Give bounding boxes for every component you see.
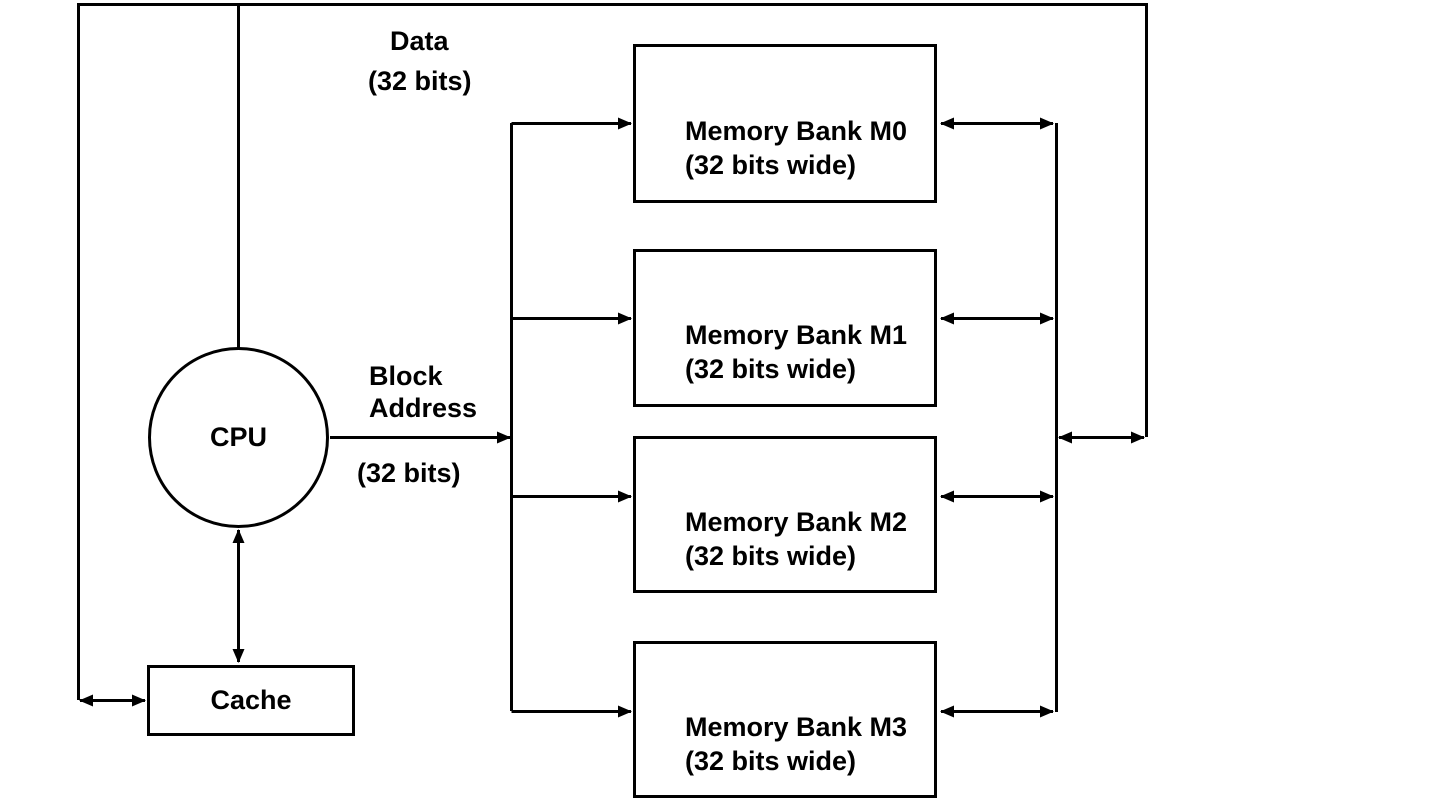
block-address-label-line3: (32 bits)	[357, 458, 461, 488]
bank-width-note: (32 bits wide)	[685, 354, 857, 384]
cache-label: Cache	[210, 685, 292, 715]
memory-bank-m0: Memory Bank M0 (32 bits wide)	[633, 44, 937, 203]
cpu-node: CPU	[148, 347, 329, 528]
bank-name: Memory Bank M3	[685, 711, 908, 742]
memory-bank-m0-text: Memory Bank M0 (32 bits wide)	[636, 114, 907, 182]
bank-width-note: (32 bits wide)	[685, 745, 857, 776]
memory-bank-m2-text: Memory Bank M2 (32 bits wide)	[636, 505, 907, 573]
cpu-label: CPU	[209, 422, 267, 452]
bank-name: Memory Bank M2	[685, 506, 908, 537]
block-address-label-line1: Block	[369, 361, 443, 391]
block-address-label-line2: Address	[369, 393, 478, 423]
memory-bank-m1-text: Memory Bank M1 (32 bits wide)	[636, 318, 907, 386]
memory-bank-m2: Memory Bank M2 (32 bits wide)	[633, 436, 937, 593]
memory-bank-m1: Memory Bank M1 (32 bits wide)	[633, 249, 937, 407]
bank-width-note: (32 bits wide)	[685, 149, 857, 180]
data-bus-label-line1: Data	[390, 26, 449, 56]
bank-name: Memory Bank M0	[685, 115, 908, 146]
cache-node: Cache	[147, 665, 355, 736]
bank-width-note: (32 bits wide)	[685, 540, 857, 571]
bank-name: Memory Bank M1	[685, 320, 908, 350]
data-bus-label-line2: (32 bits)	[368, 66, 472, 96]
memory-bank-m3: Memory Bank M3 (32 bits wide)	[633, 641, 937, 798]
memory-bank-m3-text: Memory Bank M3 (32 bits wide)	[636, 710, 907, 778]
